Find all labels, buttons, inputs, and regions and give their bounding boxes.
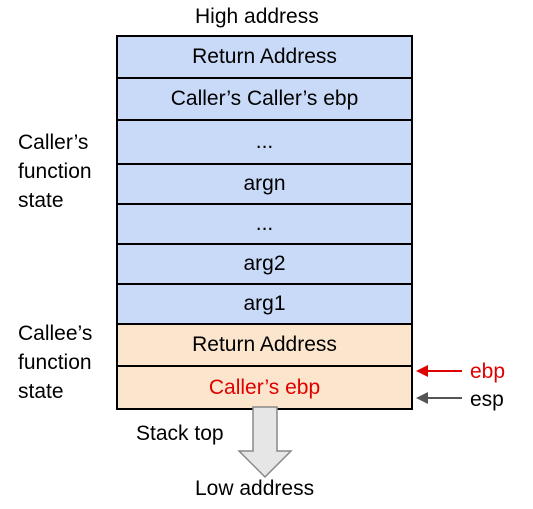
- stack-cell-callers-caller-ebp: Caller’s Caller’s ebp: [118, 79, 411, 121]
- stack-cell-arg1: arg1: [118, 285, 411, 325]
- stack-cell-ellipsis-upper: ...: [118, 121, 411, 165]
- stack-cell-return-address-callee: Return Address: [118, 325, 411, 367]
- ebp-label: ebp: [470, 360, 506, 383]
- stack-cell-arg2: arg2: [118, 245, 411, 285]
- cell-label: Return Address: [192, 333, 337, 356]
- stack-cell-argn: argn: [118, 165, 411, 205]
- stack-cell-callers-ebp: Caller’s ebp: [118, 367, 411, 408]
- stack-growth-arrow: [237, 406, 293, 479]
- caller-function-state-label: Caller’s function state: [18, 131, 92, 212]
- cell-label: argn: [243, 172, 286, 195]
- esp-label: esp: [470, 388, 504, 411]
- stack-cell-return-address-caller: Return Address: [118, 37, 411, 79]
- stack-cell-ellipsis-lower: ...: [118, 205, 411, 245]
- ebp-arrow: [416, 365, 462, 377]
- cell-label: arg2: [243, 252, 286, 275]
- low-address-label: Low address: [195, 477, 315, 500]
- cell-label: arg1: [243, 292, 286, 315]
- callee-function-state-label: Callee’s function state: [18, 322, 93, 403]
- cell-label: ...: [255, 130, 274, 153]
- cell-label: Caller’s ebp: [208, 375, 321, 399]
- cell-label: ...: [255, 212, 274, 235]
- cell-label: Return Address: [192, 45, 337, 68]
- esp-arrow: [416, 392, 462, 404]
- stack-top-label: Stack top: [136, 422, 224, 445]
- high-address-label: High address: [195, 5, 319, 28]
- cell-label: Caller’s Caller’s ebp: [170, 87, 359, 110]
